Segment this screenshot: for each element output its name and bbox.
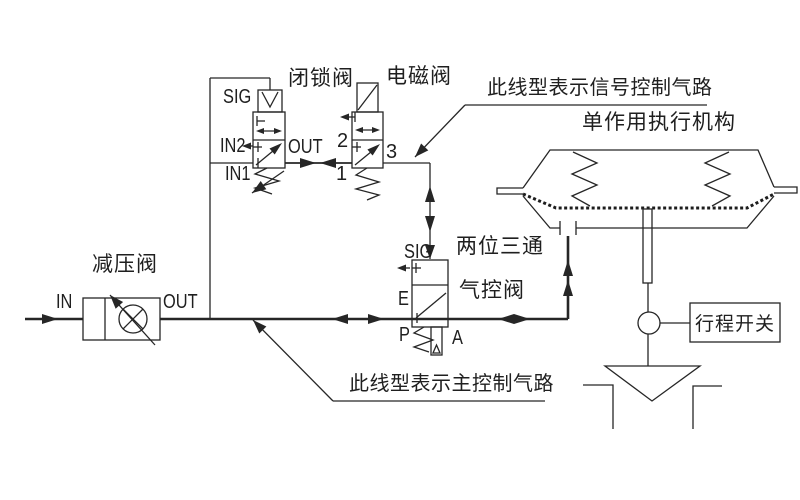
valve-seat-left bbox=[583, 384, 614, 429]
port-label-sig: SIG bbox=[223, 86, 252, 108]
port-label-out: OUT bbox=[288, 136, 323, 158]
solenoid-valve-symbol bbox=[340, 82, 384, 201]
port-label-sig2: SIG bbox=[404, 241, 433, 263]
flow-arrow-up bbox=[563, 280, 573, 296]
vent-arrow bbox=[340, 113, 349, 121]
adjust-arrow bbox=[109, 294, 156, 346]
reducing-valve-label: 减压阀 bbox=[92, 253, 158, 276]
flow-arrow-right bbox=[368, 314, 384, 324]
travel-switch-label: 行程开关 bbox=[694, 314, 775, 335]
in2-arrow bbox=[242, 142, 251, 150]
lock-valve-symbol bbox=[242, 89, 286, 195]
flow-arrow-right bbox=[514, 314, 530, 324]
note-leaders bbox=[252, 104, 707, 402]
signal-line bbox=[209, 77, 435, 319]
actuator-symbol bbox=[496, 149, 798, 312]
port-label-3: 3 bbox=[386, 141, 398, 163]
signal-line-note: 此线型表示信号控制气路 bbox=[487, 77, 713, 99]
pilot-valve-label-2: 气控阀 bbox=[459, 279, 525, 302]
actuator-label: 单作用执行机构 bbox=[582, 111, 736, 134]
spring bbox=[252, 167, 282, 195]
spring bbox=[412, 326, 435, 353]
port-label-2: 2 bbox=[337, 130, 349, 152]
port-label-in1: IN1 bbox=[225, 163, 251, 185]
port-label-out2: OUT bbox=[163, 291, 198, 313]
pilot-valve-symbol bbox=[397, 259, 449, 356]
flow-arrow-left bbox=[498, 314, 514, 324]
spring bbox=[353, 167, 382, 201]
solenoid-valve-label: 电磁阀 bbox=[386, 65, 452, 88]
travel-switch-box bbox=[689, 302, 781, 343]
flow-arrow-up bbox=[563, 260, 573, 276]
valve-and-switch bbox=[583, 302, 781, 429]
port-label-1: 1 bbox=[336, 163, 348, 185]
port-label-in2: IN2 bbox=[220, 135, 246, 157]
reducing-valve-symbol bbox=[82, 294, 161, 346]
main-air-line bbox=[25, 236, 573, 324]
diaphragm bbox=[522, 192, 775, 210]
main-line-note: 此线型表示主控制气路 bbox=[349, 373, 554, 395]
port-label-p: P bbox=[399, 324, 410, 346]
port-label-e: E bbox=[398, 288, 409, 310]
flow-arrow-right bbox=[42, 314, 58, 324]
valve-plug bbox=[603, 365, 702, 402]
pilot-valve-label-1: 两位三通 bbox=[456, 235, 544, 258]
spring bbox=[703, 151, 732, 207]
lock-valve-label: 闭锁阀 bbox=[288, 67, 354, 90]
port-label-a: A bbox=[452, 327, 463, 349]
vent-arrow bbox=[397, 264, 406, 272]
stem-connector bbox=[637, 311, 661, 335]
valve-seat-right bbox=[692, 385, 722, 429]
valve-stem bbox=[642, 208, 653, 284]
spring bbox=[570, 151, 599, 207]
port-label-in: IN bbox=[56, 291, 73, 313]
flow-arrow-left bbox=[332, 314, 348, 324]
